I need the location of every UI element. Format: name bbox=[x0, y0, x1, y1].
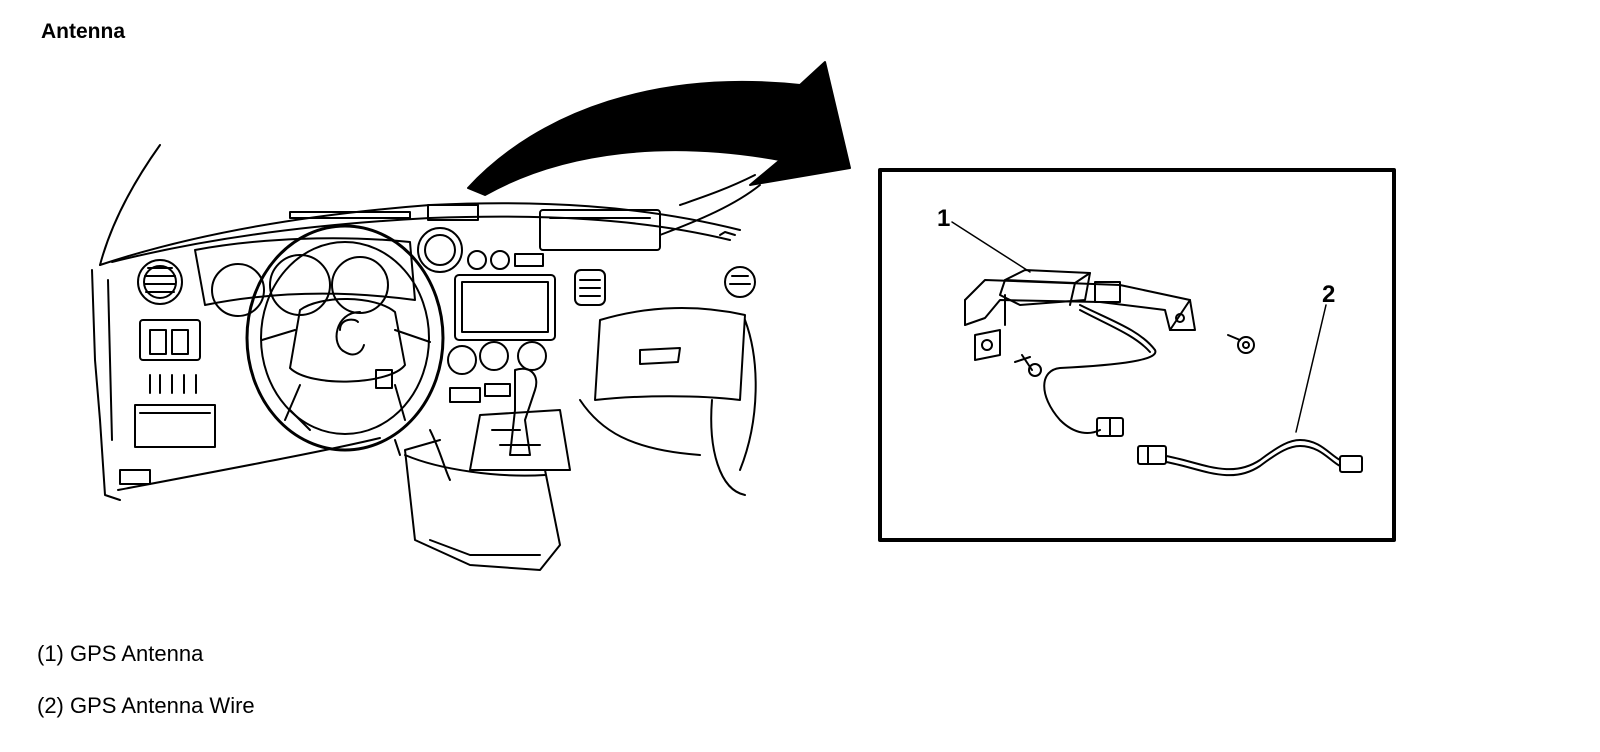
steering-wheel bbox=[245, 224, 445, 452]
connector-female bbox=[1137, 445, 1167, 465]
leader-line-2 bbox=[1295, 304, 1327, 433]
gps-antenna-detail bbox=[951, 221, 1363, 477]
right-a-pillar bbox=[659, 184, 761, 236]
page-title: Antenna bbox=[41, 20, 125, 43]
callout-1: 1 bbox=[937, 205, 950, 232]
climate-knob-center bbox=[479, 341, 509, 371]
left-vent bbox=[137, 259, 183, 305]
climate-knob-left bbox=[447, 345, 477, 375]
callout-2: 2 bbox=[1322, 281, 1335, 308]
antenna-cable bbox=[1043, 304, 1157, 434]
center-console bbox=[404, 439, 561, 571]
center-display bbox=[454, 274, 556, 341]
legend-item-gps-antenna: (1) GPS Antenna bbox=[37, 641, 204, 666]
mounting-bracket bbox=[964, 279, 1196, 331]
shift-lever bbox=[509, 367, 538, 456]
transition-arrow bbox=[467, 61, 851, 196]
right-center-vent bbox=[574, 269, 606, 306]
screw-right bbox=[1227, 334, 1241, 341]
gps-antenna-module bbox=[999, 269, 1091, 306]
left-a-pillar bbox=[99, 144, 161, 266]
leader-line-1 bbox=[951, 221, 1031, 273]
cluster-hood bbox=[194, 237, 416, 306]
right-vent bbox=[724, 266, 756, 298]
dash-left-face bbox=[91, 269, 121, 501]
antenna-wire bbox=[1165, 439, 1341, 471]
legend-item-gps-antenna-wire: (2) GPS Antenna Wire bbox=[37, 693, 255, 718]
steering-hub bbox=[289, 298, 406, 383]
center-gauge bbox=[417, 227, 463, 273]
climate-knob-right bbox=[517, 341, 547, 371]
detail-frame bbox=[878, 168, 1396, 542]
wire-end-connector bbox=[1339, 455, 1363, 473]
glovebox bbox=[594, 307, 746, 401]
dashboard-illustration bbox=[91, 144, 761, 571]
left-storage-bin bbox=[134, 404, 216, 448]
